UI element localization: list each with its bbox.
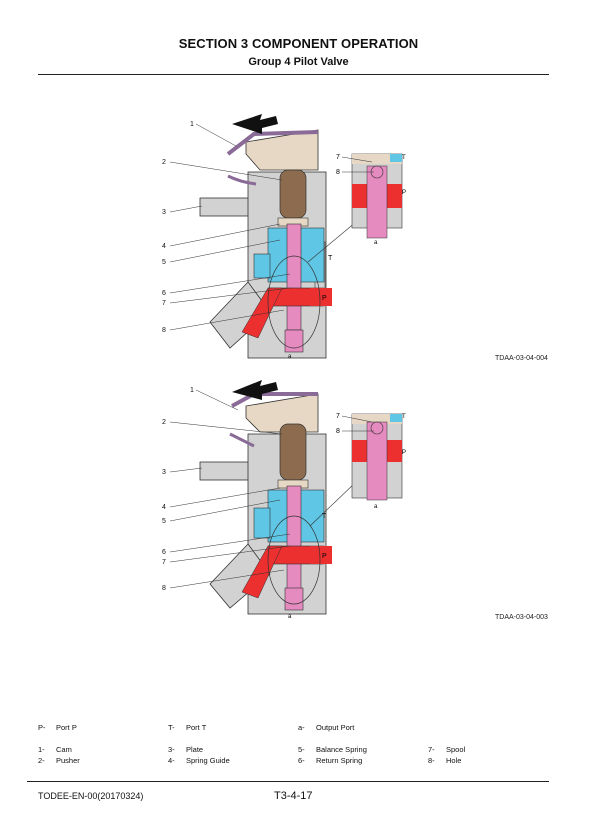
inset-callout-7: 7: [336, 154, 340, 161]
callout-labels: 1 2 3 4 5 6 7 8: [162, 387, 194, 592]
detail-circle: [267, 515, 321, 605]
inset-callout-8: 8: [336, 428, 340, 435]
legend-key-2: 2-: [38, 756, 45, 765]
header-divider: [38, 74, 549, 75]
pusher: [279, 423, 307, 481]
legend-label-output-port: Output Port: [316, 723, 355, 732]
cam: [226, 130, 319, 156]
footer-divider: [27, 781, 549, 782]
leader-lines: [169, 389, 291, 589]
output-port: [284, 329, 304, 353]
figure-code-2: TDAA-03-04-003: [495, 614, 548, 621]
legend-key-port-p: P-: [38, 723, 46, 732]
legend-label-5: Balance Spring: [316, 745, 367, 754]
cam-housing: [245, 129, 319, 171]
inset-port-p-label: P: [402, 450, 406, 456]
callout-1: 1: [190, 387, 194, 394]
inset-port-t-label: T: [402, 155, 406, 161]
footer-doc-code: TODEE-EN-00(20170324): [38, 791, 144, 801]
legend-label-1: Cam: [56, 745, 72, 754]
callout-8: 8: [162, 327, 166, 334]
callout-3: 3: [162, 469, 166, 476]
inset-callout-7: 7: [336, 413, 340, 420]
leader-lines: [169, 123, 291, 331]
legend-label-3: Plate: [186, 745, 204, 754]
legend-key-5: 5-: [298, 745, 305, 754]
inset-callout-8: 8: [336, 169, 340, 176]
pressure-port-right: [310, 546, 332, 564]
legend-label-2: Pusher: [56, 756, 80, 765]
pressure-passage-diag: [241, 545, 283, 599]
callout-2: 2: [162, 419, 166, 426]
direction-arrow: [232, 114, 278, 134]
port-t-label: T: [328, 255, 333, 262]
legend-label-7: Spool: [446, 745, 466, 754]
callout-4: 4: [162, 243, 166, 250]
callout-5: 5: [162, 518, 166, 525]
section-title: SECTION 3 COMPONENT OPERATION: [178, 36, 419, 51]
callout-8: 8: [162, 585, 166, 592]
legend-key-1: 1-: [38, 745, 45, 754]
cam-lever: [227, 174, 257, 186]
inset-port-a-label: a: [374, 504, 378, 510]
tank-port-left: [253, 507, 271, 539]
callout-6: 6: [162, 549, 166, 556]
legend-label-8: Hole: [446, 756, 462, 765]
legend-label-4: Spring Guide: [186, 756, 230, 765]
legend-key-port-t: T-: [168, 723, 175, 732]
callout-1: 1: [190, 121, 194, 128]
legend-key-7: 7-: [428, 745, 435, 754]
legend-key-4: 4-: [168, 756, 175, 765]
tank-port-left: [253, 253, 271, 279]
port-a-label: a: [288, 614, 292, 620]
zoom-leader: [309, 481, 357, 527]
port-p-label: P: [322, 553, 327, 560]
spool: [286, 485, 302, 591]
legend-label-port-p: Port P: [56, 723, 77, 732]
legend-label-6: Return Spring: [316, 756, 363, 765]
figure-code-1: TDAA-03-04-004: [495, 355, 548, 362]
callout-6: 6: [162, 290, 166, 297]
pressure-passage-diag: [241, 287, 283, 339]
inset-port-p-label: P: [402, 190, 406, 196]
inset-port-a-label: a: [374, 240, 378, 246]
cam-lever: [229, 432, 255, 448]
port-a-label: a: [288, 354, 292, 360]
legend-key-8: 8-: [428, 756, 435, 765]
group-title: Group 4 Pilot Valve: [248, 56, 349, 68]
callout-2: 2: [162, 159, 166, 166]
legend-label-port-t: Port T: [186, 723, 207, 732]
callout-7: 7: [162, 300, 166, 307]
detail-inset: [351, 153, 403, 239]
footer-page-number: T3-4-17: [274, 790, 313, 802]
callout-labels: 1 2 3 4 5 6 7 8: [162, 121, 194, 334]
legend-key-6: 6-: [298, 756, 305, 765]
pilot-valve-figure-1: 1 2 3 4 5 6 7 8 T P a 7 8 T P a: [162, 114, 406, 360]
callout-5: 5: [162, 259, 166, 266]
port-t-label: T: [322, 513, 327, 520]
inset-port-t-label: T: [402, 414, 406, 420]
spool: [286, 223, 302, 331]
legend-key-3: 3-: [168, 745, 175, 754]
zoom-leader: [307, 221, 357, 263]
port-p-label: P: [322, 295, 327, 302]
callout-7: 7: [162, 559, 166, 566]
output-port: [284, 587, 304, 611]
pressure-port-right: [310, 288, 332, 306]
pusher: [279, 169, 307, 219]
legend-key-output-port: a-: [298, 723, 305, 732]
detail-circle: [267, 255, 321, 349]
callout-4: 4: [162, 504, 166, 511]
pilot-valve-figure-2: 1 2 3 4 5 6 7 8 T P a 7 8 T P a: [162, 380, 406, 620]
callout-3: 3: [162, 209, 166, 216]
direction-arrow: [232, 380, 278, 400]
detail-inset: [351, 413, 403, 501]
